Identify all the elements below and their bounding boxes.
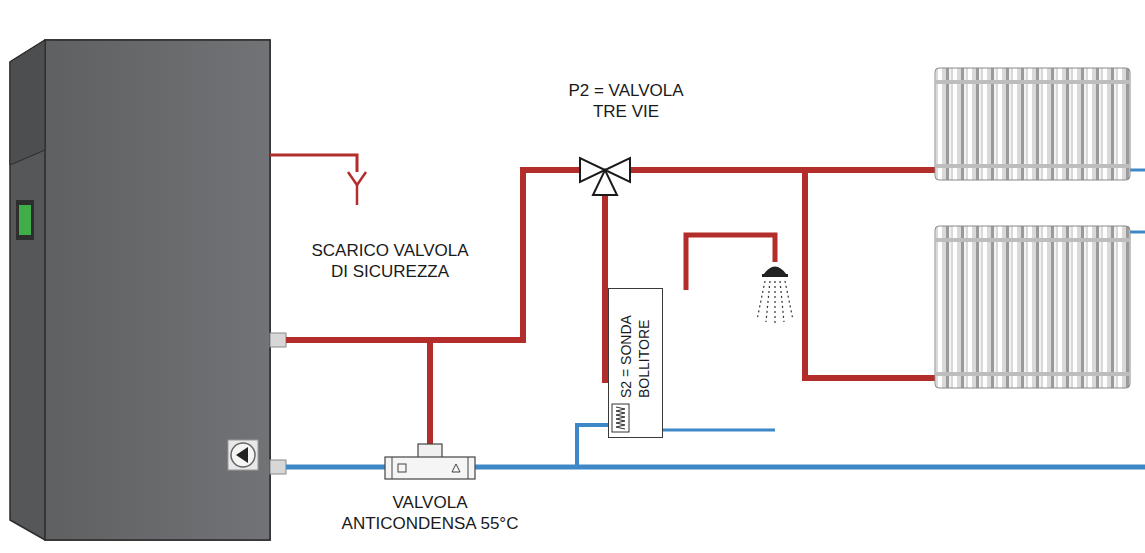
safety-discharge [348,172,366,205]
tank-label: S2 = SONDA BOLLITORE [617,290,653,436]
flow-pipes [270,155,937,446]
valve-label: VALVOLA ANTICONDENSA 55°C [333,492,527,534]
boiler [10,40,286,540]
return-pipes [286,170,1145,467]
hot-water-tank [608,288,663,438]
anti-condensation-valve [385,444,475,479]
radiator [935,226,1130,388]
radiator [935,68,1130,180]
tank-box: S2 = SONDA BOLLITORE [608,288,663,438]
valve-label: P2 = VALVOLA TRE VIE [556,80,696,122]
shower-head [757,267,793,324]
safety-valve-label: SCARICO VALVOLA DI SICUREZZA [302,240,478,282]
three-way-valve [580,158,630,195]
